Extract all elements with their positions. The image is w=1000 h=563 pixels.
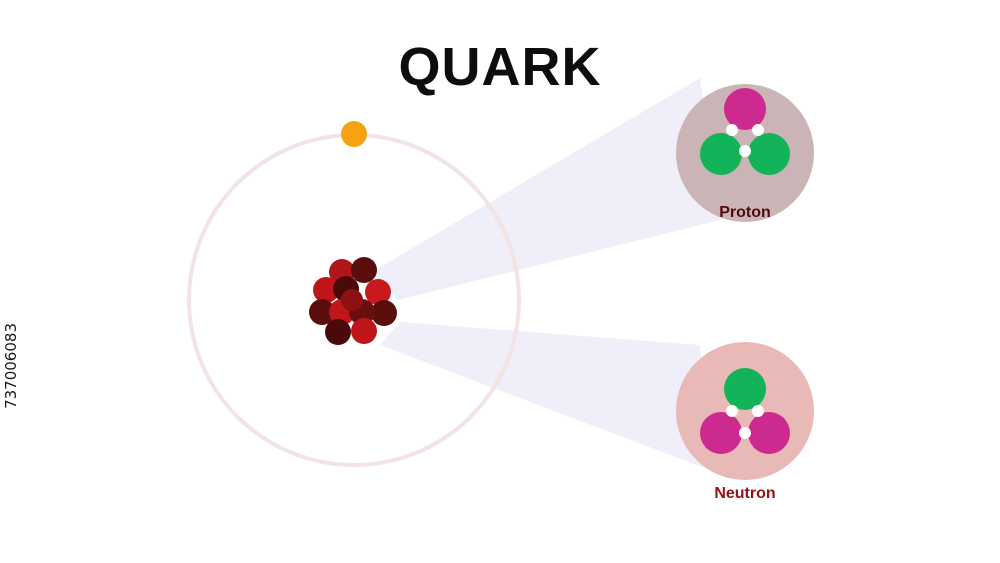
up-quark <box>748 412 790 454</box>
electron <box>341 121 367 147</box>
stock-id: 737006083 <box>2 323 20 409</box>
gluon <box>739 145 751 157</box>
up-quark <box>700 412 742 454</box>
neutron-label: Neutron <box>714 485 776 502</box>
proton-particle <box>676 84 814 222</box>
down-quark <box>724 368 766 410</box>
proton-beam <box>372 78 720 300</box>
gluon <box>739 427 751 439</box>
gluon <box>752 124 764 136</box>
up-quark <box>724 88 766 130</box>
proton-label: Proton <box>719 204 771 221</box>
down-quark <box>748 133 790 175</box>
gluon <box>752 405 764 417</box>
gluon <box>726 405 738 417</box>
nucleus <box>309 257 397 345</box>
page-title: QUARK <box>398 37 602 97</box>
neutron-particle <box>676 342 814 480</box>
gluon <box>726 124 738 136</box>
neutron-beam <box>380 322 710 470</box>
down-quark <box>700 133 742 175</box>
